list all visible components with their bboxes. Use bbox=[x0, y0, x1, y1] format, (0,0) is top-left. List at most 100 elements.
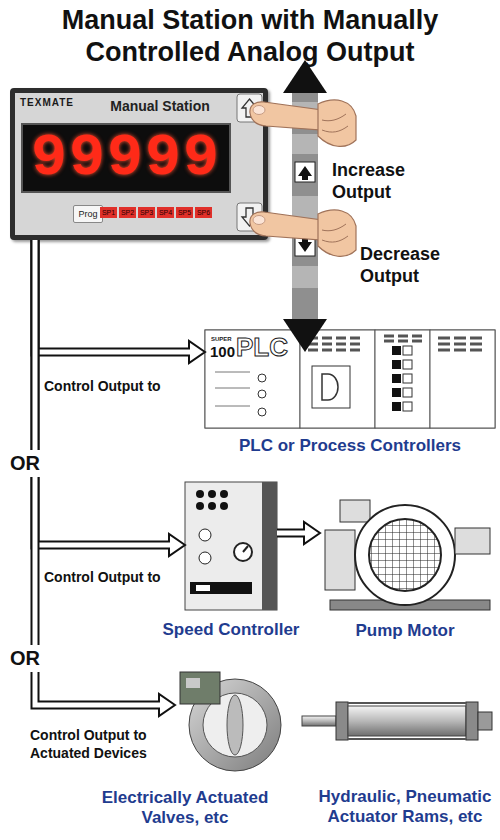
plc-lines bbox=[215, 372, 250, 406]
bar-body bbox=[292, 92, 318, 320]
controller-knob bbox=[199, 552, 211, 564]
connector-label: Control Output to Actuated Devices bbox=[30, 727, 180, 762]
arrowhead bbox=[169, 534, 185, 556]
device-caption: Pump Motor bbox=[320, 621, 490, 641]
hand bbox=[318, 100, 356, 146]
plc-cpu-module bbox=[205, 330, 300, 428]
plc-logo-text: PLC bbox=[236, 332, 288, 363]
ram-clevis bbox=[478, 712, 492, 730]
pump-motor: Pump Motor bbox=[320, 495, 490, 615]
pump-outlet bbox=[340, 500, 370, 522]
or-separator: OR bbox=[10, 450, 43, 477]
setpoint-indicator: SP6 bbox=[195, 207, 212, 218]
controller-case bbox=[185, 482, 277, 610]
electric-valve: Electrically Actuated Valves, etc bbox=[175, 668, 287, 772]
knuckle-lines bbox=[322, 114, 348, 132]
plc-illustration bbox=[205, 330, 495, 428]
pump-fan-guard bbox=[369, 519, 441, 591]
controller-indicators-part bbox=[208, 490, 216, 498]
pump-housing bbox=[355, 505, 455, 605]
controller-dial-pointer bbox=[243, 546, 248, 552]
plc-terminal bbox=[258, 390, 266, 398]
plc-module bbox=[375, 330, 430, 428]
setpoint-indicator: SP1 bbox=[100, 207, 117, 218]
knuckle-lines bbox=[322, 224, 348, 242]
bar-segment bbox=[292, 266, 318, 288]
plc-switches-part bbox=[392, 346, 401, 355]
actuator-ram-illustration bbox=[302, 702, 492, 740]
pump-pipe bbox=[455, 528, 490, 554]
plc-switches-part bbox=[392, 374, 401, 383]
plc-switches-part bbox=[392, 360, 401, 369]
arrowhead bbox=[304, 522, 320, 544]
bar-segment bbox=[292, 196, 318, 226]
setpoint-indicator: SP5 bbox=[176, 207, 193, 218]
controller-indicators-part bbox=[208, 502, 216, 510]
plc-port-symbol bbox=[322, 374, 338, 400]
controller-indicators bbox=[196, 490, 228, 510]
plc-module bbox=[430, 330, 495, 428]
plc-module bbox=[300, 330, 375, 428]
hollow-arrow-connector bbox=[35, 240, 205, 363]
connector-fill bbox=[35, 240, 192, 352]
valve-actuator bbox=[180, 672, 220, 704]
controller-side bbox=[262, 482, 277, 610]
arrowhead bbox=[159, 694, 175, 716]
device-caption: Hydraulic, Pneumatic Actuator Rams, etc bbox=[305, 787, 500, 826]
device-caption: PLC or Process Controllers bbox=[205, 436, 495, 456]
actuator-ram: Hydraulic, Pneumatic Actuator Rams, etc bbox=[300, 690, 495, 775]
pump-base bbox=[330, 600, 490, 610]
hollow-arrow-connector bbox=[35, 240, 185, 556]
diagram-title: Manual Station with Manually Controlled … bbox=[10, 4, 490, 69]
connector-fill bbox=[277, 531, 307, 536]
brand-logo: TEXMATE bbox=[20, 97, 74, 108]
valve-actuator-cover bbox=[186, 678, 200, 688]
plc-rack bbox=[205, 330, 495, 428]
plc-leds bbox=[384, 336, 482, 350]
ram-cylinder bbox=[348, 706, 466, 736]
controller-dial bbox=[234, 543, 252, 561]
controller-indicators-part bbox=[220, 502, 228, 510]
plc-terminal bbox=[258, 408, 266, 416]
controller-knob bbox=[199, 529, 211, 541]
plc-switch-slots bbox=[403, 346, 412, 411]
up-icon-arrow bbox=[298, 166, 312, 180]
panel-heading: Manual Station bbox=[85, 98, 235, 114]
plc-switch-slots-part bbox=[403, 388, 412, 397]
down-icon-box bbox=[295, 236, 315, 256]
pump-motor-illustration bbox=[325, 500, 490, 610]
setpoint-indicator: SP4 bbox=[157, 207, 174, 218]
valve-disc bbox=[227, 695, 243, 755]
setpoint-indicator: SP3 bbox=[138, 207, 155, 218]
ram-tie-rods bbox=[348, 703, 466, 739]
ram-end-cap bbox=[466, 702, 478, 740]
or-separator: OR bbox=[10, 645, 43, 672]
plc-brand-text: SUPER bbox=[211, 336, 232, 342]
device-caption: Electrically Actuated Valves, etc bbox=[85, 788, 285, 827]
controller-indicators-part bbox=[220, 490, 228, 498]
plc-switch-slots-part bbox=[403, 360, 412, 369]
plc-switch-slots-part bbox=[403, 402, 412, 411]
setpoint-indicator: SP2 bbox=[119, 207, 136, 218]
controller-indicators-part bbox=[196, 490, 204, 498]
down-icon-arrow bbox=[298, 238, 312, 252]
decrease-arrowhead bbox=[283, 319, 327, 352]
plc-port bbox=[312, 366, 350, 408]
plc-switches bbox=[392, 346, 401, 411]
plc-model-number: 100 bbox=[210, 343, 235, 360]
adjust-bar bbox=[283, 60, 327, 352]
increase-label: Increase Output bbox=[332, 160, 422, 203]
valve-body bbox=[189, 679, 281, 771]
hollow-arrow-connector bbox=[277, 522, 320, 544]
connector-fill bbox=[35, 240, 162, 705]
button-label: Prog bbox=[78, 209, 97, 219]
connector-label: Control Output to bbox=[44, 378, 204, 396]
controller-terminal bbox=[190, 582, 252, 594]
prog-button: Prog bbox=[73, 205, 103, 223]
up-icon-box bbox=[295, 162, 315, 182]
valve-bore bbox=[203, 693, 267, 757]
ram-end-cap bbox=[336, 702, 348, 740]
display-value: 99999 bbox=[31, 128, 221, 188]
connector-outline bbox=[35, 240, 190, 352]
